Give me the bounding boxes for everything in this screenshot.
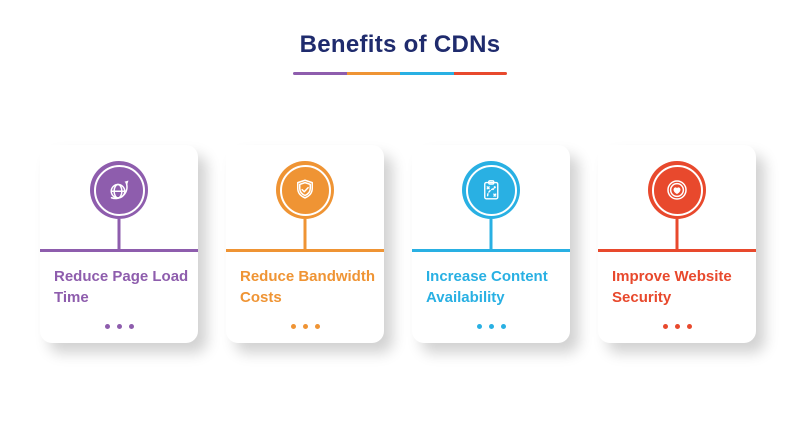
dot (302, 324, 308, 329)
card-icon-badge (648, 161, 706, 219)
heart-badge-icon (667, 180, 687, 200)
card-rule (412, 249, 570, 252)
divider-segment (453, 72, 507, 75)
benefit-card-increase-content-availability: Increase Content Availability (412, 145, 570, 343)
card-stem (675, 219, 679, 249)
card-stem (117, 219, 121, 249)
card-rule (598, 249, 756, 252)
card-title: Improve Website Security (612, 268, 732, 306)
ellipsis-dots (40, 324, 198, 329)
dot (662, 324, 668, 329)
benefit-card-reduce-bandwidth-costs: Reduce Bandwidth Costs (226, 145, 384, 343)
card-icon-badge (90, 161, 148, 219)
dot (116, 324, 122, 329)
card-icon-badge (276, 161, 334, 219)
dot (290, 324, 296, 329)
dot (476, 324, 482, 329)
card-stem (489, 219, 493, 249)
dot (500, 324, 506, 329)
card-icon-badge (462, 161, 520, 219)
divider-segment (400, 72, 454, 75)
benefit-card-reduce-page-load-time: Reduce Page Load Time (40, 145, 198, 343)
page-title: Benefits of CDNs (299, 31, 501, 58)
shield-check-icon (297, 179, 313, 199)
globe-speed-icon (110, 180, 129, 200)
card-stem (303, 219, 307, 249)
dot (104, 324, 110, 329)
dot (686, 324, 692, 329)
card-title: Increase Content Availability (426, 268, 548, 306)
strategy-clipboard-icon (484, 180, 499, 200)
divider-segment (346, 72, 400, 75)
dot (674, 324, 680, 329)
dot (128, 324, 134, 329)
benefit-card-improve-website-security: Improve Website Security (598, 145, 756, 343)
ellipsis-dots (226, 324, 384, 329)
card-rule (226, 249, 384, 252)
header: Benefits of CDNs (0, 0, 800, 75)
divider-segment (293, 72, 347, 75)
dot (314, 324, 320, 329)
card-title: Reduce Page Load Time (54, 268, 189, 306)
title-divider (293, 72, 507, 75)
card-rule (40, 249, 198, 252)
ellipsis-dots (598, 324, 756, 329)
benefit-cards: Reduce Page Load Time Reduce Bandwidth C… (40, 145, 756, 343)
ellipsis-dots (412, 324, 570, 329)
card-title: Reduce Bandwidth Costs (240, 268, 376, 306)
dot (488, 324, 494, 329)
